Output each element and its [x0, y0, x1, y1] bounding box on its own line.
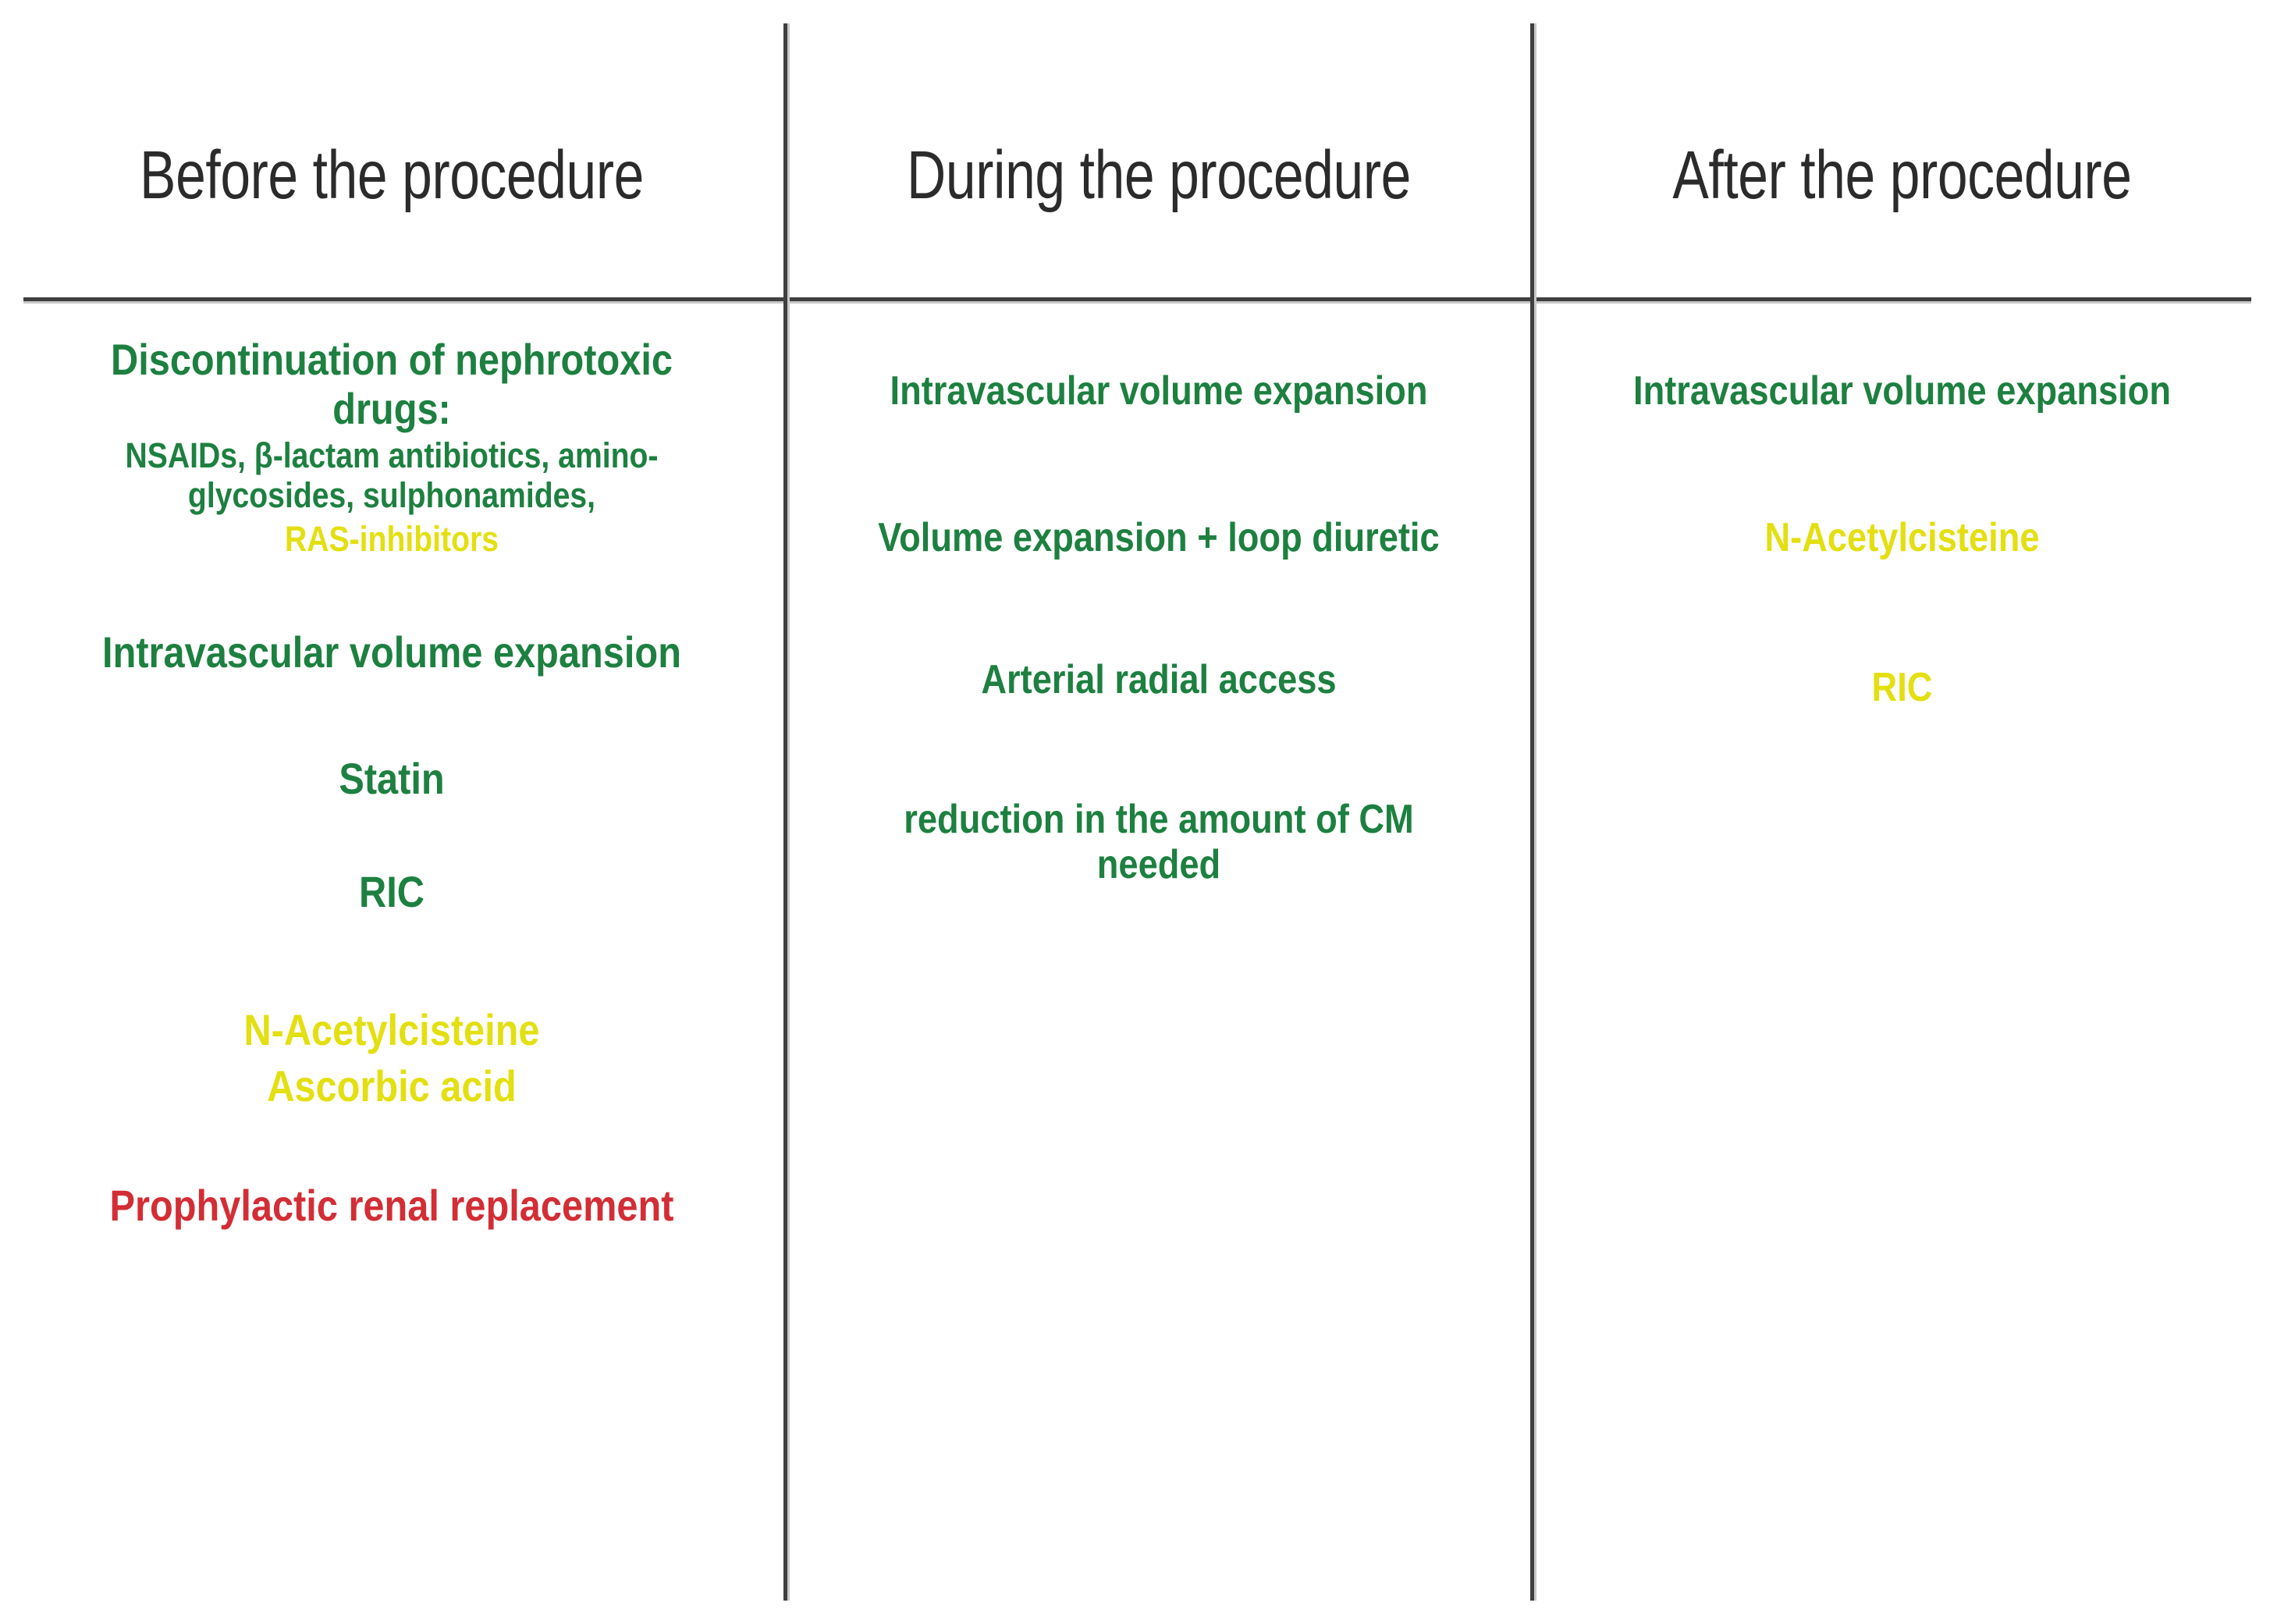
column-header-after: After the procedure	[1672, 137, 2132, 213]
entry-n-acetylcisteine: N-Acetylcisteine	[243, 1004, 540, 1054]
column-header-before: Before the procedure	[140, 137, 644, 213]
header-divider-horizontal	[23, 297, 2251, 301]
column-divider-2	[1530, 23, 1534, 1601]
entry-statin: Statin	[339, 754, 445, 804]
entry-ascorbic-acid: Ascorbic acid	[267, 1061, 517, 1111]
entry-ric: RIC	[359, 867, 425, 917]
column-during: During the procedure Intravascular volum…	[787, 0, 1530, 1624]
entry-during-cm-reduction: reduction in the amount of CM needed	[904, 796, 1414, 887]
column-body-after: Intravascular volume expansion N-Acetylc…	[1534, 368, 2270, 711]
entry-after-n-acetylcisteine: N-Acetylcisteine	[1764, 515, 2040, 561]
entry-discontinuation-detail: NSAIDs, β-lactam antibiotics, amino-glyc…	[125, 435, 659, 515]
entry-during-volume-expansion: Intravascular volume expansion	[890, 368, 1428, 414]
entry-after-volume-expansion: Intravascular volume expansion	[1633, 368, 2171, 414]
column-after: After the procedure Intravascular volume…	[1534, 0, 2270, 1624]
entry-discontinuation: Discontinuation of nephrotoxic drugs: NS…	[76, 335, 706, 560]
entry-after-ric: RIC	[1871, 665, 1933, 711]
entry-volume-expansion: Intravascular volume expansion	[102, 627, 681, 677]
column-body-during: Intravascular volume expansion Volume ex…	[787, 368, 1530, 887]
entry-discontinuation-highlight: RAS-inhibitors	[284, 519, 499, 560]
entry-discontinuation-title: Discontinuation of nephrotoxic drugs:	[111, 335, 673, 433]
column-divider-1	[783, 23, 787, 1601]
column-header-during: During the procedure	[907, 137, 1411, 213]
entry-during-arterial-radial-access: Arterial radial access	[981, 657, 1337, 703]
column-body-before: Discontinuation of nephrotoxic drugs: NS…	[0, 335, 783, 1231]
entry-prophylactic-renal-replacement: Prophylactic renal replacement	[109, 1181, 674, 1231]
column-before: Before the procedure Discontinuation of …	[0, 0, 783, 1624]
entry-during-volume-expansion-loop-diuretic: Volume expansion + loop diuretic	[878, 515, 1440, 561]
